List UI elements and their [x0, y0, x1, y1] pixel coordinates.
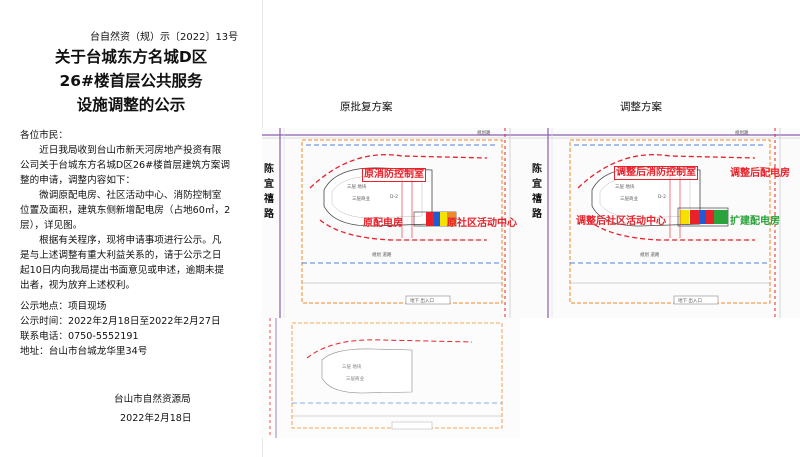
road-label: 陈宜禧路 — [532, 164, 542, 220]
svg-text:地下 出入口: 地下 出入口 — [410, 297, 434, 304]
svg-text:三层 地块: 三层 地块 — [347, 183, 367, 190]
adjusted-plan-title: 调整方案 — [620, 101, 662, 113]
original-community-center-callout: 原社区活动中心 — [447, 218, 517, 229]
svg-text:三层商业: 三层商业 — [346, 375, 364, 382]
road-label: 陈宜禧路 — [264, 164, 274, 220]
paragraph-line: 位置及面积，建筑东侧新增配电房（占地60㎡，2 — [20, 205, 231, 216]
adjusted-site-plan: 三层 地块 三层商业 D-2 规划 道路 地下 出入口 规划路 陈宜禧路 调整后… — [530, 128, 800, 318]
paragraph-line: 根据有关程序，现将申请事项进行公示。凡 — [20, 235, 222, 246]
svg-text:D-2: D-2 — [658, 194, 666, 200]
contact-phone: 联系电话：0750-5552191 — [20, 331, 139, 342]
paragraph-line: 微调原配电房、社区活动中心、消防控制室 — [20, 190, 222, 201]
adjusted-community-center-callout: 调整后社区活动中心 — [576, 216, 666, 227]
adjusted-power-room-callout: 调整后配电房 — [730, 168, 790, 179]
paragraph-line: 整的申请，调整内容如下： — [20, 175, 136, 186]
svg-text:规划 道路: 规划 道路 — [372, 251, 392, 258]
paragraph-line: 近日我局收到台山市新天河房地产投资有限 — [20, 145, 222, 156]
svg-text:三层商业: 三层商业 — [620, 195, 638, 202]
new-power-room-callout: 扩建配电房 — [730, 216, 780, 227]
adjusted-fire-control-callout: 调整后消防控制室 — [614, 166, 698, 180]
svg-text:规划路: 规划路 — [735, 129, 749, 136]
original-site-plan: 三层 地块 三层商业 D-2 规划 道路 地下 出入口 规划路 陈宜禧路 原消防… — [262, 128, 532, 318]
lower-site-plan: 三层 地块 三层商业 — [262, 318, 520, 438]
title-line-2: 26#楼首层公共服务 — [59, 72, 203, 90]
svg-text:规划路: 规划路 — [477, 129, 491, 136]
contact-address: 地址：台山市台城龙华里34号 — [20, 346, 148, 357]
svg-text:三层商业: 三层商业 — [352, 195, 370, 202]
title-line-1: 关于台城东方名城D区 — [54, 48, 208, 66]
notice-period: 公示时间：2022年2月18日至2022年2月27日 — [20, 316, 221, 327]
svg-text:规划 道路: 规划 道路 — [640, 251, 660, 258]
paragraph-line: 出者，视为放弃上述权利。 — [20, 280, 136, 291]
svg-text:三层 地块: 三层 地块 — [615, 183, 635, 190]
title-line-3: 设施调整的公示 — [76, 96, 186, 114]
paragraph-line: 公司关于台城东方名城D区26#楼首层建筑方案调 — [20, 160, 230, 171]
svg-text:三层 地块: 三层 地块 — [342, 363, 362, 370]
salutation: 各位市民： — [20, 130, 68, 141]
original-power-room-callout: 原配电房 — [363, 218, 403, 229]
issue-date: 2022年2月18日 — [120, 413, 192, 424]
notice-location: 公示地点：项目现场 — [20, 301, 107, 312]
svg-text:D-2: D-2 — [390, 194, 398, 200]
original-fire-control-callout: 原消防控制室 — [362, 168, 426, 182]
document-number: 台自然资（规）示〔2022〕13号 — [90, 32, 239, 43]
paragraph-line: 起10日内向我局提出书面意见或申述，逾期未提 — [20, 265, 225, 276]
svg-text:地下 出入口: 地下 出入口 — [678, 297, 702, 304]
paragraph-line: 层），详见图。 — [20, 220, 83, 231]
paragraph-line: 是与上述调整有重大利益关系的，请于公示之日 — [20, 250, 222, 261]
original-plan-title: 原批复方案 — [340, 101, 393, 113]
issuer: 台山市自然资源局 — [114, 394, 191, 405]
